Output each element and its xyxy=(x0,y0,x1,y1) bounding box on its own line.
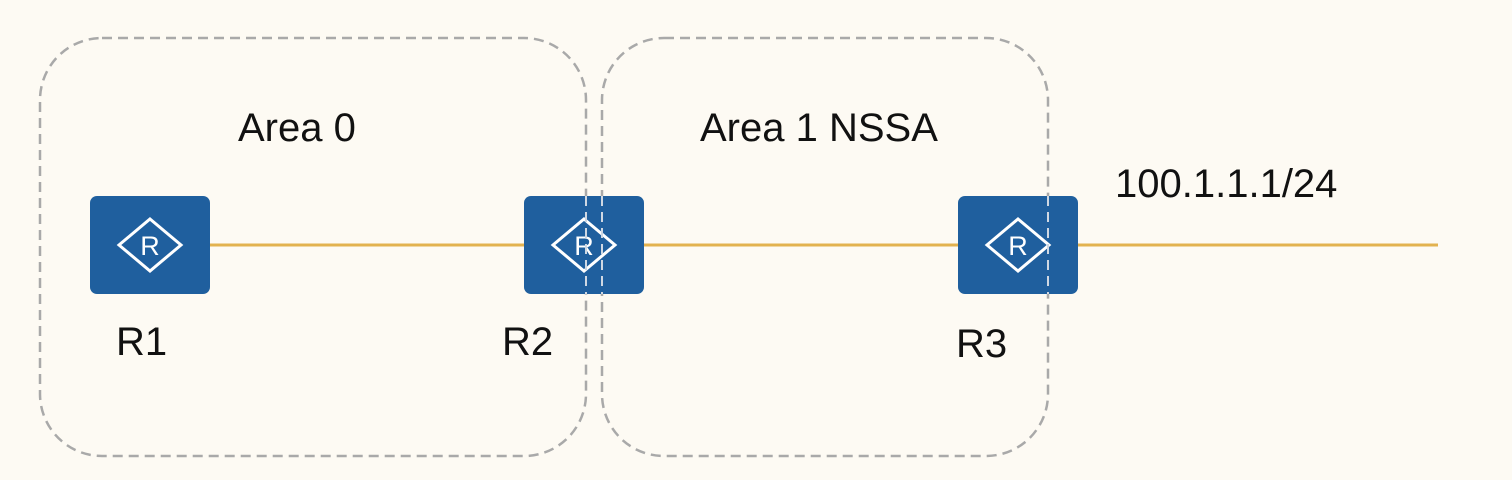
router-r1: R xyxy=(90,196,210,294)
router-icon xyxy=(90,196,210,294)
area-0-label: Area 0 xyxy=(238,106,356,150)
router-diamond-icon xyxy=(116,217,184,273)
router-r2-label: R2 xyxy=(502,320,554,364)
area-1-nssa-label: Area 1 NSSA xyxy=(700,106,938,150)
router-r1-label: R1 xyxy=(116,320,168,364)
router-glyph: R xyxy=(574,231,594,261)
router-glyph: R xyxy=(1008,231,1028,261)
router-diamond-icon xyxy=(984,217,1052,273)
router-diamond-icon xyxy=(550,217,618,273)
router-glyph: R xyxy=(140,231,160,261)
router-r2: R xyxy=(524,196,644,294)
router-r3: R xyxy=(958,196,1078,294)
router-icon xyxy=(524,196,644,294)
area-0-boundary xyxy=(38,36,588,458)
router-r3-label: R3 xyxy=(956,322,1008,366)
external-network-label: 100.1.1.1/24 xyxy=(1115,162,1338,206)
